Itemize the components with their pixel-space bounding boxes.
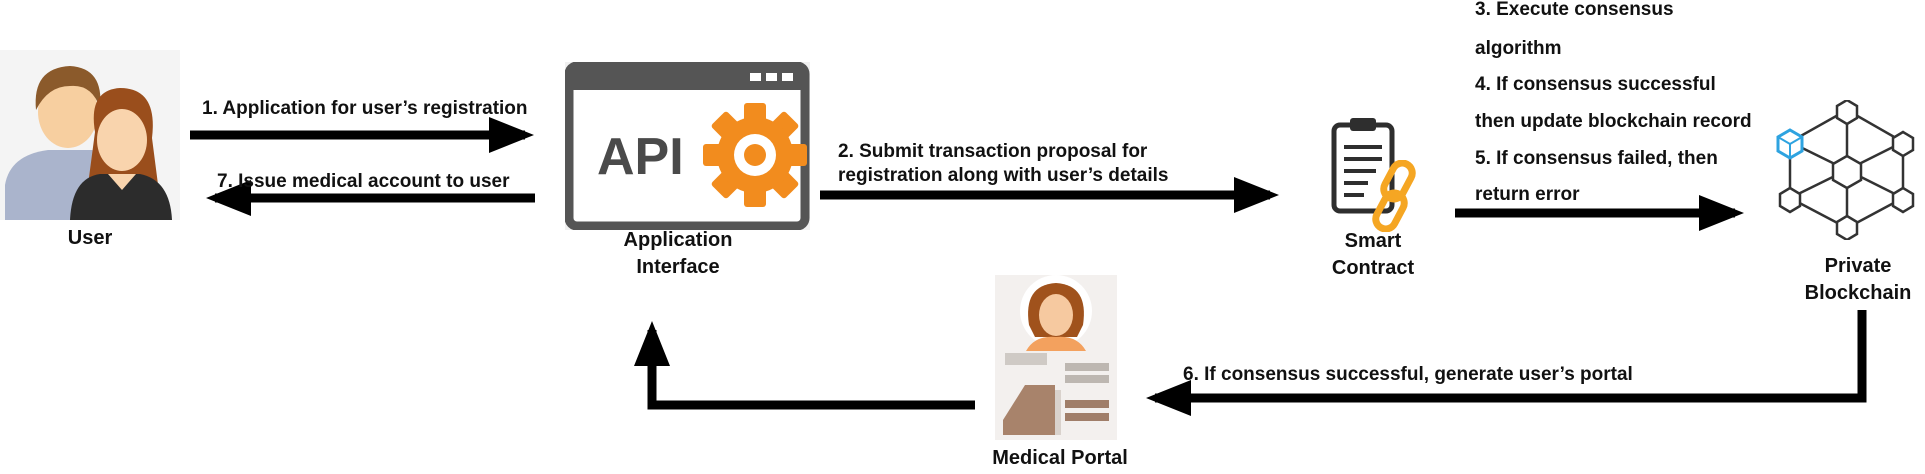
gear-icon <box>703 103 807 207</box>
step1-label: 1. Application for user’s registration <box>202 98 528 119</box>
step5-label-line2: return error <box>1475 184 1580 205</box>
users-icon <box>0 50 180 220</box>
blockchain-label-line2: Blockchain <box>1804 282 1912 304</box>
step2-label-line2: registration along with user’s details <box>838 165 1169 186</box>
step4-label-line2: then update blockchain record <box>1475 111 1752 132</box>
chain-link-icon <box>1372 160 1416 232</box>
step7-label: 7. Issue medical account to user <box>217 171 510 192</box>
smart-contract-label-line2: Contract <box>1331 257 1415 279</box>
step3-label-line2: algorithm <box>1475 38 1562 59</box>
smart-contract-icon <box>1331 118 1395 214</box>
arrow-step6 <box>1146 310 1867 416</box>
step2-label-line1: 2. Submit transaction proposal for <box>838 141 1148 162</box>
portal-user-icon <box>995 275 1117 440</box>
step4-label-line1: 4. If consensus successful <box>1475 74 1716 95</box>
arrow-portal-to-api <box>634 321 975 410</box>
api-label-line2: Interface <box>636 256 720 278</box>
smart-contract-label-line1: Smart <box>1344 230 1402 252</box>
user-label: User <box>67 227 113 249</box>
step3-label-line1: 3. Execute consensus <box>1475 0 1674 20</box>
blockchain-label-line1: Private <box>1824 255 1892 277</box>
api-badge: API <box>597 128 684 186</box>
step6-label: 6. If consensus successful, generate use… <box>1183 364 1633 385</box>
blockchain-cubes-icon <box>1776 100 1915 240</box>
medical-portal-label: Medical Portal <box>992 447 1128 469</box>
step5-label-line1: 5. If consensus failed, then <box>1475 148 1718 169</box>
api-label-line1: Application <box>623 229 733 251</box>
